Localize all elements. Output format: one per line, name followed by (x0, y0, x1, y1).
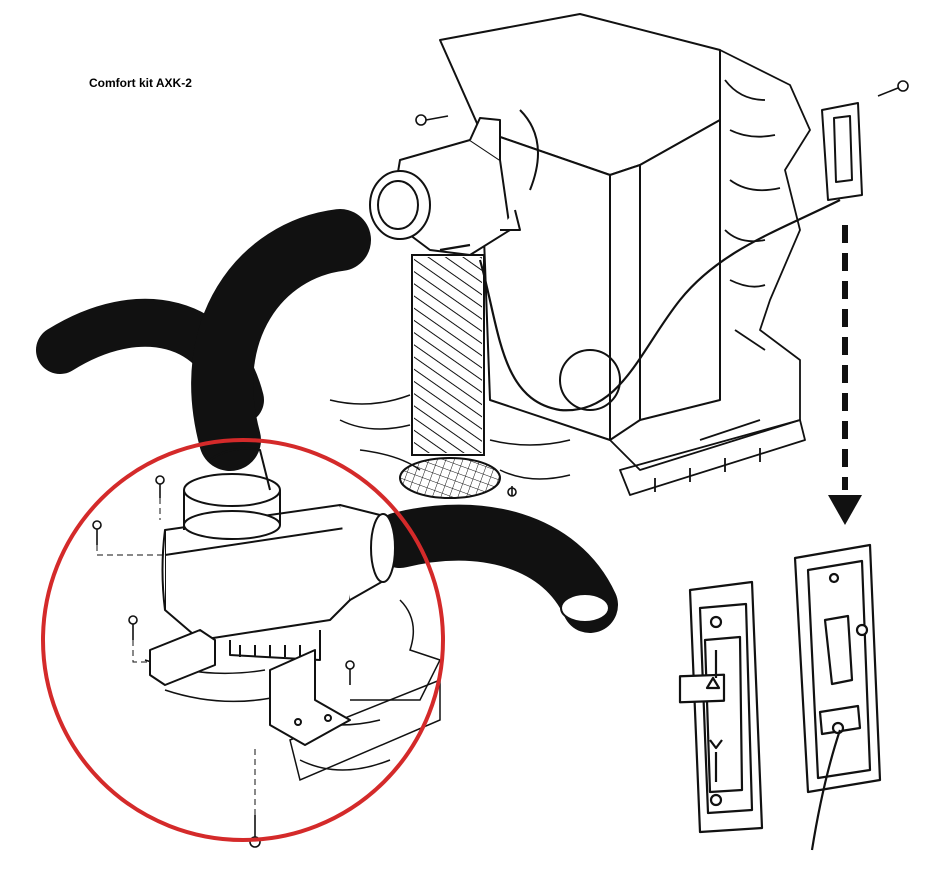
down-arrow-icon (828, 225, 862, 525)
mounting-bracket-left (149, 629, 216, 686)
control-panel-front (678, 580, 764, 834)
wall-structure (609, 49, 811, 496)
flexible-duct-vertical (411, 254, 485, 456)
mounting-bracket-right (269, 649, 351, 746)
blower-unit (161, 447, 396, 661)
assembly-guide-lines (96, 498, 256, 815)
elbow-connector (369, 117, 521, 256)
floor-grille (399, 457, 501, 499)
flexible-duct-right (372, 504, 618, 633)
diagram-title: Comfort kit AXK-2 (89, 76, 192, 90)
floor-structure (144, 394, 571, 782)
wall-switch-mounted (821, 102, 863, 201)
flexible-duct-upper-bend (191, 209, 371, 471)
control-cable (439, 199, 841, 412)
control-panel-rear (793, 543, 882, 851)
cabinet-body (439, 13, 721, 441)
highlight-circle (41, 438, 445, 842)
